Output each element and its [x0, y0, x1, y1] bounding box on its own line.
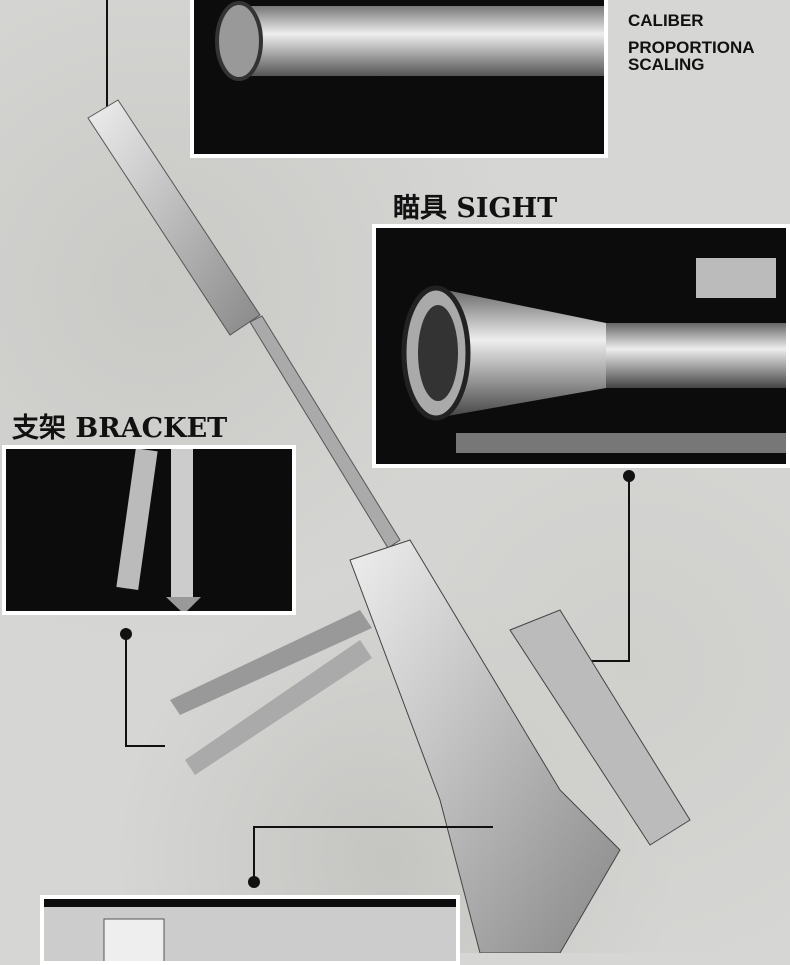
sight-detail-panel: [372, 224, 790, 468]
bracket-detail-panel: [2, 445, 296, 615]
bracket-label: 支架 BRACKET: [12, 413, 228, 444]
callout-line-stock: [253, 826, 493, 828]
callout-dot-stock: [248, 876, 260, 888]
callout-line-bracket: [125, 634, 127, 746]
callout-line-sight-h: [570, 660, 630, 662]
scope-closeup-image: [401, 258, 786, 453]
spec-scaling: SCALING: [628, 55, 705, 74]
callout-dot-sight: [623, 470, 635, 482]
suppressor-detail-panel: [190, 0, 608, 158]
spec-caliber: CALIBER: [628, 11, 704, 30]
bipod-closeup-image: [116, 449, 201, 611]
sight-label: 瞄具 SIGHT: [393, 193, 558, 224]
stock-closeup-image: [44, 907, 456, 961]
spec-proportional: PROPORTIONA: [628, 38, 755, 57]
callout-line-sight: [628, 476, 630, 662]
callout-line-stock-v: [253, 826, 255, 881]
suppressor-closeup-image: [215, 1, 604, 81]
callout-line-bracket-h: [125, 745, 165, 747]
stock-detail-panel: [40, 895, 460, 965]
callout-line-barrel: [106, 0, 108, 110]
